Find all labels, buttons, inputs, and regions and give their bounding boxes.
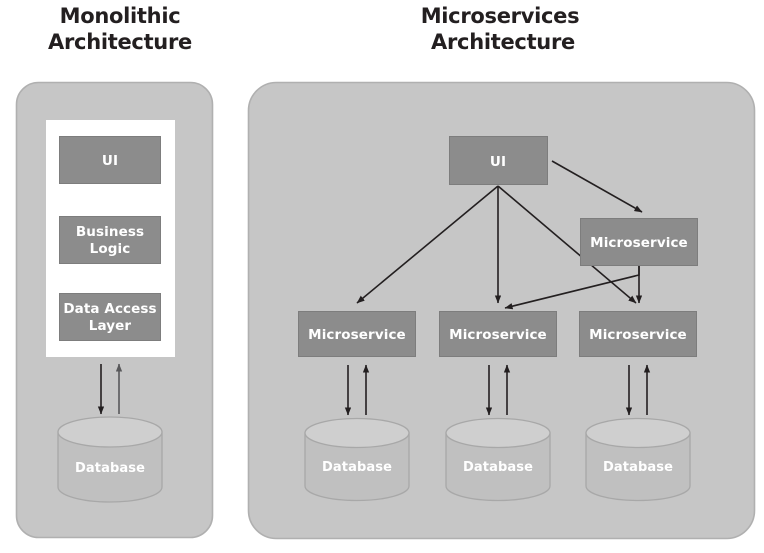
ui-to-service-3-arrow [497, 185, 637, 304]
microservices-ui-box [449, 136, 548, 185]
monolith-layer-ui[interactable]: UI [59, 136, 161, 184]
microservices-title: Microservices Architecture [421, 4, 580, 54]
microservice-database-2-label: Database [463, 460, 533, 475]
microservice-2-label: Microservice [449, 327, 547, 343]
microservice-database-1-top [304, 417, 410, 449]
monolith-layer-business-logic-label2: Logic [90, 241, 131, 257]
microservice-database-2[interactable]: Database [445, 417, 551, 502]
microservice-4-box [580, 218, 698, 266]
monolith-layer-business-logic-label: Business [76, 224, 144, 240]
microservice-4-to-service-2-arrow [504, 266, 640, 310]
microservice-3[interactable]: Microservice [579, 311, 697, 357]
monolithic-title-line1: Monolithic [60, 4, 181, 28]
microservice-database-1-body [304, 432, 410, 502]
microservices-title-line1: Microservices [421, 4, 580, 28]
monolith-layer-ui-label: UI [102, 153, 118, 169]
microservice-database-2-body [445, 432, 551, 502]
microservice-database-3-top [585, 417, 691, 449]
service-db-arrows [344, 364, 651, 416]
microservice-4[interactable]: Microservice [580, 218, 698, 266]
monolith-layer-data-access-label2: Layer [89, 318, 132, 334]
monolith-layer-data-access[interactable]: Data Access Layer [59, 293, 161, 341]
microservice-3-label: Microservice [589, 327, 687, 343]
ui-fanout-arrows [356, 160, 643, 304]
monolith-layer-business-logic-box [59, 216, 161, 264]
monolith-db-arrows [97, 363, 123, 415]
monolithic-title-line2: Architecture [48, 30, 192, 54]
microservice-database-1[interactable]: Database [304, 417, 410, 502]
microservice-4-links [504, 266, 643, 310]
microservice-database-3[interactable]: Database [585, 417, 691, 502]
monolith-database-label: Database [75, 461, 145, 476]
microservices-ui-label: UI [490, 154, 506, 170]
monolith-layer-data-access-box [59, 293, 161, 341]
monolith-layer-business-logic[interactable]: Business Logic [59, 216, 161, 264]
microservice-database-1-label: Database [322, 460, 392, 475]
microservice-4-label: Microservice [590, 235, 688, 251]
microservices-title-line2: Architecture [431, 30, 575, 54]
microservice-2[interactable]: Microservice [439, 311, 557, 357]
monolith-database-top [57, 416, 163, 448]
monolithic-title: Monolithic Architecture [48, 4, 192, 54]
monolith-database-body [57, 431, 163, 503]
microservice-database-3-label: Database [603, 460, 673, 475]
microservice-1-label: Microservice [308, 327, 406, 343]
microservice-database-3-body [585, 432, 691, 502]
ui-to-service-4-arrow [551, 160, 643, 213]
monolith-database[interactable]: Database [57, 416, 163, 503]
microservice-3-box [579, 311, 697, 357]
microservice-1-box [298, 311, 416, 357]
microservice-1[interactable]: Microservice [298, 311, 416, 357]
monolith-layer-data-access-label: Data Access [63, 301, 156, 317]
monolith-layer-ui-box [59, 136, 161, 184]
ui-to-service-1-arrow [356, 185, 499, 304]
microservice-database-2-top [445, 417, 551, 449]
microservices-ui[interactable]: UI [449, 136, 548, 185]
microservice-2-box [439, 311, 557, 357]
